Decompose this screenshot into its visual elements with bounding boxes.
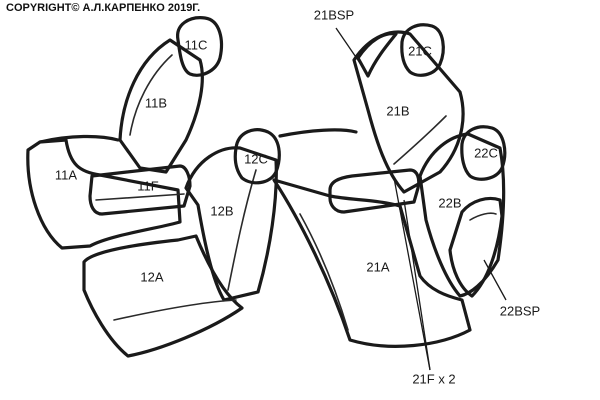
backrest-11b-inner xyxy=(129,54,173,136)
seat-12a-seam xyxy=(113,299,237,321)
leader-21bsp xyxy=(335,27,363,67)
headrest-11c-outline xyxy=(176,16,224,77)
seat-11a-outline xyxy=(26,138,182,250)
seat-12a-outline xyxy=(82,234,244,358)
headrest-21c-outline xyxy=(400,23,445,77)
rear-bench-top xyxy=(278,128,358,138)
backrest-22b-outline xyxy=(418,132,506,298)
label-11c: 11C xyxy=(185,37,208,52)
rear-right-seat xyxy=(272,23,472,348)
side-panel-22bsp-inner xyxy=(469,212,497,221)
rear-left-seat xyxy=(82,128,281,358)
backrest-21b-panel xyxy=(393,115,447,165)
label-12c: 12C xyxy=(244,151,268,166)
seat-21a-seam xyxy=(299,213,349,331)
label-22b: 22B xyxy=(438,195,461,210)
label-22bsp: 22BSP xyxy=(500,303,540,318)
label-12b: 12B xyxy=(210,203,233,218)
front-left-seat xyxy=(26,16,224,250)
backrest-12b-inner xyxy=(227,169,257,291)
copyright-notice: COPYRIGHT© А.Л.КАРПЕНКО 2019Г. xyxy=(6,2,201,14)
label-21a: 21A xyxy=(366,259,389,274)
leader-21f-to-backrest xyxy=(403,199,431,371)
armrest-11f-edge xyxy=(95,193,185,201)
armrest-21f-outline xyxy=(328,168,421,214)
seat-11a-front xyxy=(38,134,120,144)
label-11b: 11B xyxy=(145,95,167,110)
leader-21f-to-armrest xyxy=(393,177,431,371)
leader-22bsp xyxy=(483,259,507,301)
label-11f: 11F xyxy=(137,178,158,193)
backrest-11b-outline xyxy=(118,38,204,174)
label-21f: 21F x 2 xyxy=(412,371,455,386)
rear-far-right-seat xyxy=(418,125,507,298)
label-22c: 22C xyxy=(474,145,498,160)
side-panel-21bsp-outline xyxy=(356,32,398,78)
label-21bsp: 21BSP xyxy=(314,7,354,22)
headrest-22c-outline xyxy=(460,125,507,181)
side-panel-22bsp-outline xyxy=(448,196,504,298)
label-21c: 21C xyxy=(408,43,432,58)
label-11a: 11A xyxy=(55,167,77,182)
armrest-11f-outline xyxy=(88,164,192,216)
label-21b: 21B xyxy=(386,103,409,118)
headrest-12c-outline xyxy=(233,128,281,185)
label-12a: 12A xyxy=(140,269,163,284)
seat-21a-outline xyxy=(272,178,472,348)
backrest-12b-outline xyxy=(184,146,278,302)
